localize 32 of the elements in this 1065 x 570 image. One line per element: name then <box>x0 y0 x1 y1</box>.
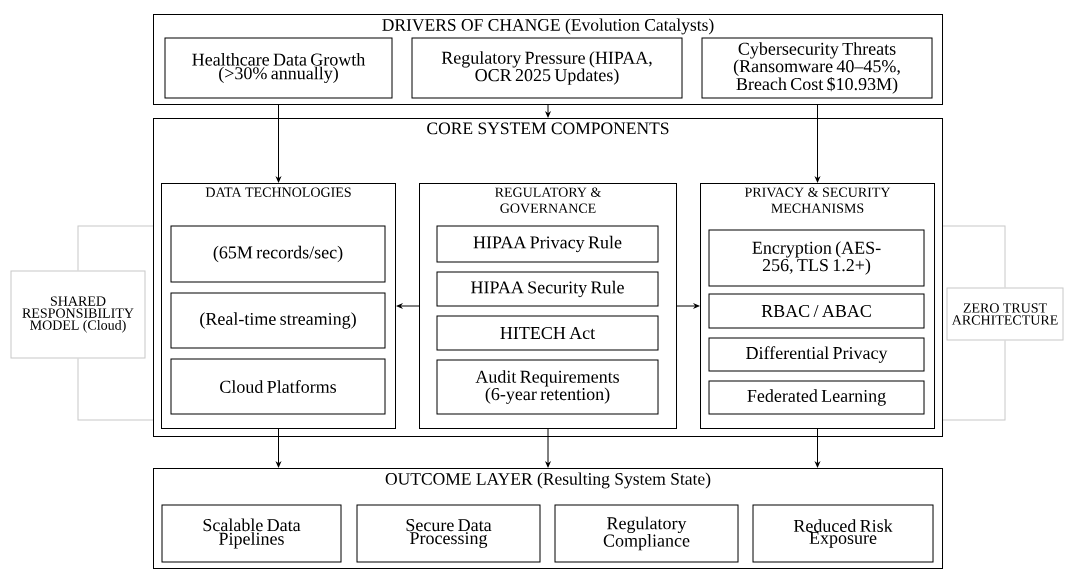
text-box: Encryption (AES-256, TLS 1.2+) <box>708 229 925 287</box>
text-box: Healthcare Data Growth (>30% annually) <box>164 37 393 99</box>
connector-line <box>942 340 1006 421</box>
arrow <box>815 428 820 468</box>
arrow <box>396 303 420 309</box>
text-box: Regulatory Pressure (HIPAA, OCR 2025 Updates) <box>411 37 683 99</box>
text-box: HIPAA Privacy Rule <box>436 225 659 263</box>
connector-line <box>77 358 154 421</box>
text-box: Cloud Platforms <box>170 358 386 415</box>
text-box: HIPAA Security Rule <box>436 271 659 307</box>
side-note-box: ZERO TRUST ARCHITECTURE <box>946 287 1064 341</box>
arrow <box>276 104 281 183</box>
arrow <box>545 104 551 118</box>
arrow <box>676 303 700 309</box>
connector-line <box>942 225 1006 288</box>
arrow <box>545 428 551 468</box>
text-box: HITECH Act <box>436 315 659 351</box>
arrow <box>815 104 820 183</box>
text-box: Secure Data Processing <box>356 504 541 563</box>
text-box: Regulatory Compliance <box>554 504 739 563</box>
side-note-box: SHARED RESPONSIBILITY MODEL (Cloud) <box>10 270 146 359</box>
text-box: (Real-time streaming) <box>170 292 386 349</box>
text-box: Scalable Data Pipelines <box>161 504 342 563</box>
arrow <box>276 428 281 468</box>
text-box: Federated Learning <box>708 380 925 415</box>
connector-line <box>77 225 154 271</box>
text-box: Reduced Risk Exposure <box>752 504 934 563</box>
text-box: RBAC / ABAC <box>708 293 925 329</box>
text-box: Cybersecurity Threats (Ransomware 40–45%, Breach Cost $10.93M) <box>701 37 933 99</box>
text-box: (65M records/sec) <box>170 225 386 283</box>
text-box: Audit Requirements (6-year retention) <box>436 359 659 415</box>
text-box: Differential Privacy <box>708 337 925 372</box>
